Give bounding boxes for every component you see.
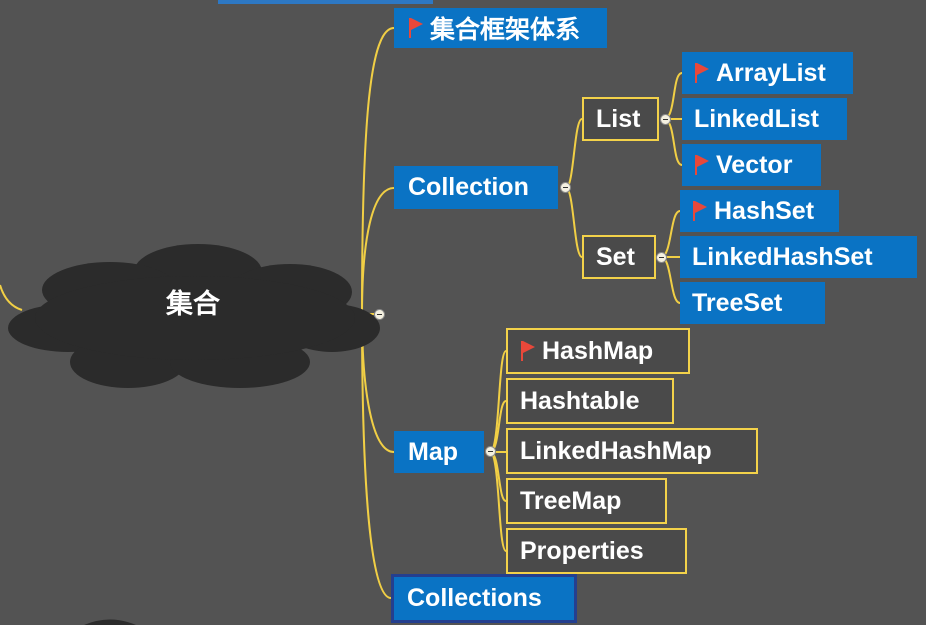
- root-cloud-shape: [8, 244, 380, 388]
- connector-set: [565, 187, 583, 258]
- topic-hashmap[interactable]: HashMap: [506, 328, 690, 374]
- topic-treemap[interactable]: TreeMap: [506, 478, 667, 524]
- topic-linkedhashmap-label: LinkedHashMap: [520, 436, 712, 465]
- connector-arraylist: [663, 72, 683, 120]
- topic-treeset-label: TreeSet: [692, 288, 783, 317]
- set-collapse-toggle[interactable]: [656, 252, 667, 263]
- connector-treeset: [660, 256, 681, 304]
- topic-set-label: Set: [596, 242, 635, 271]
- topic-list-label: List: [596, 104, 641, 133]
- topic-linkedlist-label: LinkedList: [694, 104, 820, 133]
- list-collapse-toggle[interactable]: [660, 114, 671, 125]
- flag-icon: [693, 201, 707, 221]
- topic-collections-label: Collections: [407, 584, 542, 612]
- topic-arraylist-label: ArrayList: [716, 58, 826, 87]
- root-topic-label[interactable]: 集合: [166, 289, 220, 320]
- topic-collection[interactable]: Collection: [394, 166, 558, 209]
- topic-hashtable[interactable]: Hashtable: [506, 378, 674, 424]
- connector-root-offscreen: [0, 284, 23, 311]
- topic-linkedhashset[interactable]: LinkedHashSet: [680, 236, 917, 278]
- topic-linkedhashmap[interactable]: LinkedHashMap: [506, 428, 758, 474]
- topic-list[interactable]: List: [582, 97, 659, 141]
- topic-framework[interactable]: 集合框架体系: [394, 8, 607, 48]
- connector-collection: [361, 187, 395, 315]
- flag-icon: [695, 63, 709, 83]
- offscreen-topic-edge: [218, 0, 433, 4]
- topic-vector[interactable]: Vector: [682, 144, 821, 186]
- root-collapse-toggle[interactable]: [374, 309, 385, 320]
- topic-collection-label: Collection: [408, 173, 529, 201]
- topic-hashmap-label: HashMap: [542, 336, 654, 365]
- topic-map[interactable]: Map: [394, 431, 484, 473]
- connector-collections: [361, 313, 392, 599]
- connector-list: [565, 118, 583, 189]
- topic-framework-label: 集合框架体系: [430, 16, 581, 44]
- topic-treeset[interactable]: TreeSet: [680, 282, 825, 324]
- flag-icon: [409, 18, 423, 38]
- connector-framework: [361, 27, 395, 315]
- topic-treemap-label: TreeMap: [520, 486, 622, 515]
- topic-linkedlist[interactable]: LinkedList: [682, 98, 847, 140]
- connector-vector: [663, 118, 683, 166]
- topic-vector-label: Vector: [716, 150, 793, 179]
- topic-map-label: Map: [408, 437, 458, 466]
- topic-linkedhashset-label: LinkedHashSet: [692, 242, 873, 271]
- topic-hashset-label: HashSet: [714, 196, 815, 225]
- map-collapse-toggle[interactable]: [485, 446, 496, 457]
- offscreen-cloud-edge: [84, 619, 136, 625]
- topic-hashtable-label: Hashtable: [520, 386, 640, 415]
- topic-properties-label: Properties: [520, 536, 644, 565]
- collection-collapse-toggle[interactable]: [560, 182, 571, 193]
- flag-icon: [521, 341, 535, 361]
- topic-hashset[interactable]: HashSet: [680, 190, 839, 232]
- flag-icon: [695, 155, 709, 175]
- topic-arraylist[interactable]: ArrayList: [682, 52, 853, 94]
- topic-collections[interactable]: Collections: [391, 574, 577, 623]
- topic-properties[interactable]: Properties: [506, 528, 687, 574]
- topic-set[interactable]: Set: [582, 235, 656, 279]
- connector-hashset: [660, 210, 681, 258]
